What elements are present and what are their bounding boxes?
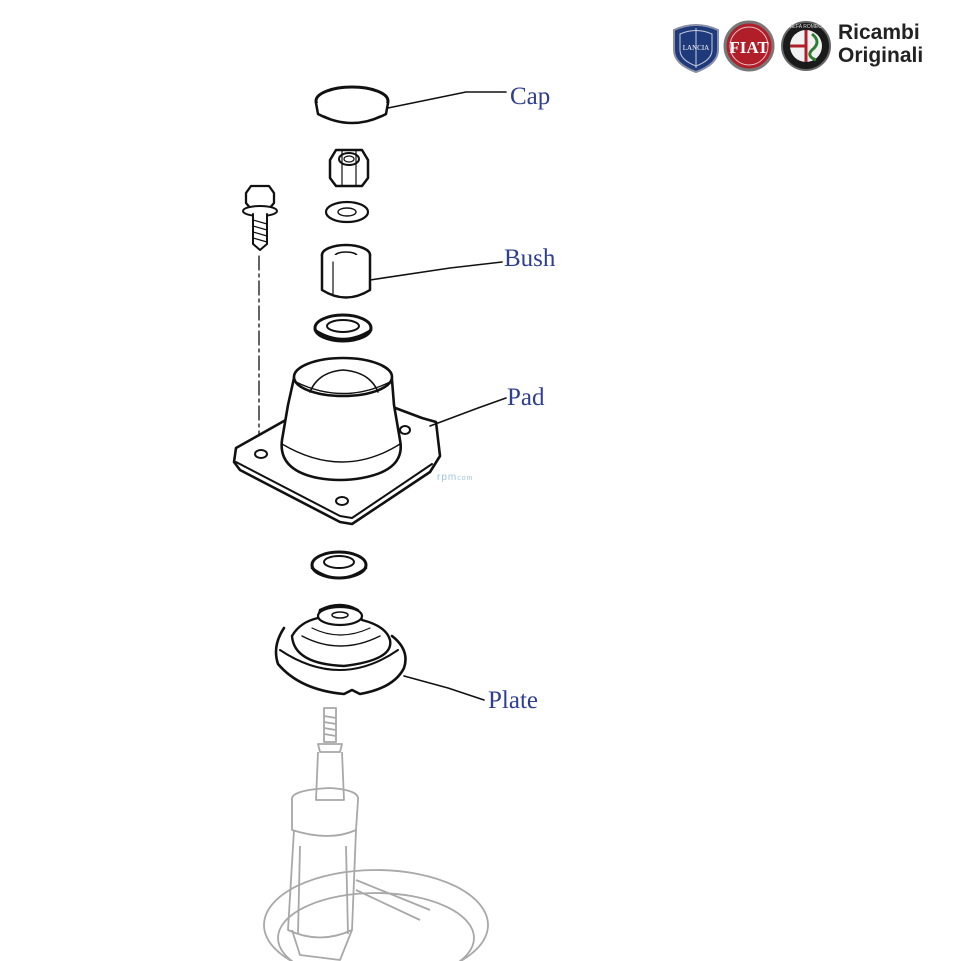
label-plate: Plate xyxy=(488,687,538,714)
strut-part xyxy=(263,707,489,961)
bush-leader xyxy=(369,261,503,281)
svg-text:ALFA ROMEO: ALFA ROMEO xyxy=(790,24,822,30)
svg-text:FIAT: FIAT xyxy=(729,38,769,57)
alfa-romeo-logo-icon: ALFA ROMEO xyxy=(781,21,831,71)
ring-lower-part xyxy=(310,550,368,580)
brand-line-1: Ricambi xyxy=(838,21,920,44)
plate-leader xyxy=(403,675,485,701)
fiat-logo-icon: FIAT xyxy=(723,20,775,72)
watermark: rpmcom xyxy=(437,472,473,483)
label-cap: Cap xyxy=(510,83,551,110)
bush-part xyxy=(320,243,372,299)
nut-part xyxy=(328,148,370,188)
label-pad: Pad xyxy=(507,384,545,411)
brand-logos: LANCIA FIAT ALFA ROMEO xyxy=(673,20,831,74)
bolt-part xyxy=(242,184,278,251)
svg-text:LANCIA: LANCIA xyxy=(683,44,709,52)
washer-part xyxy=(324,200,370,224)
plate-part xyxy=(274,603,407,696)
pad-part xyxy=(232,356,442,526)
cap-leader xyxy=(387,91,507,109)
watermark-suffix: com xyxy=(457,475,474,482)
brand-line-2: Originali xyxy=(838,44,924,67)
label-bush: Bush xyxy=(504,245,556,272)
pad-leader xyxy=(429,397,507,427)
lancia-logo-icon: LANCIA xyxy=(673,24,719,74)
cap-part xyxy=(314,85,390,125)
ring-upper-part xyxy=(313,313,373,343)
watermark-main: rpm xyxy=(437,472,458,483)
brand-text: Ricambi Originali xyxy=(838,21,923,67)
